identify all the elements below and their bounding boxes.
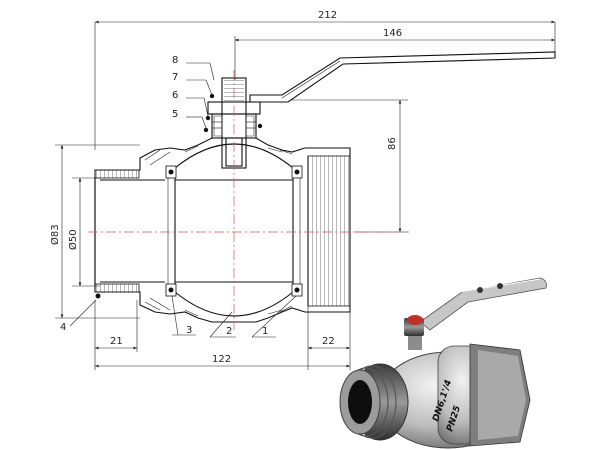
valve-photo: DN6,1'/4 PN25 [339,277,547,449]
lever-mark-icon [477,287,483,293]
callout-7: 7 [172,72,178,83]
callout-1: 1 [262,326,268,337]
dim-146-label: 146 [383,28,402,39]
valve-opening [348,380,372,424]
stem-cap [407,315,423,325]
callout-3: 3 [186,325,192,336]
callout-8: 8 [172,55,178,66]
callout-5: 5 [172,109,178,120]
callout-4: 4 [60,322,66,333]
stem-assembly [203,77,263,169]
dim-21-label: 21 [110,336,123,347]
dim-212-label: 212 [318,10,337,21]
dimension-body-122: 122 [95,352,351,370]
callout-6: 6 [172,90,178,101]
handle-lever [249,51,556,103]
dimension-diameter-83: Ø83 [49,144,140,319]
dim-86-label: 86 [387,137,398,150]
dimension-handle-146: 146 [234,28,555,80]
lever-mark-icon-2 [497,283,503,289]
dimension-thread-22: 22 [307,300,351,370]
dimension-thread-21: 21 [94,300,138,370]
dim-22-label: 22 [322,336,335,347]
dimension-overall-212: 212 [94,10,556,150]
callout-2: 2 [226,326,232,337]
dim-122-label: 122 [212,354,231,365]
valve-body-section [94,137,351,323]
dim-83-label: Ø83 [49,224,61,245]
dim-50-label: Ø50 [67,229,79,250]
callouts: 8 7 6 5 4 3 2 1 [60,55,297,338]
